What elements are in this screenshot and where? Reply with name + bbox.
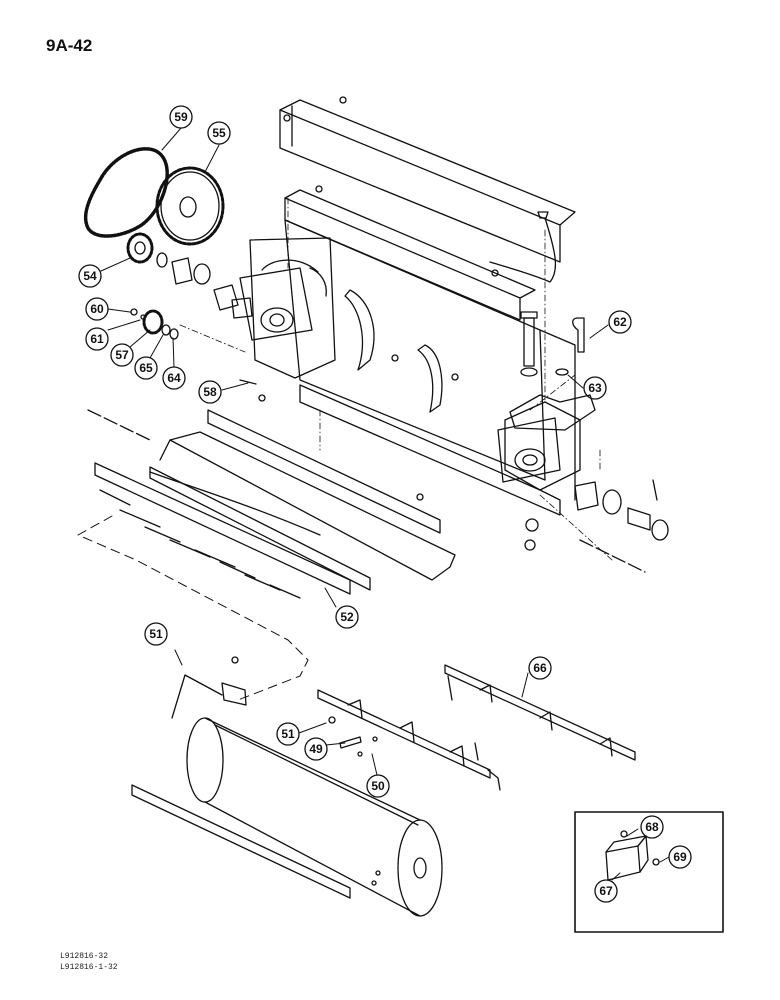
callout-69[interactable]: 69 <box>668 845 692 869</box>
svg-text:63: 63 <box>588 381 602 395</box>
tine-bar-right <box>444 664 636 761</box>
drum <box>186 717 443 917</box>
drive-chain <box>83 147 169 238</box>
large-sprocket <box>155 166 225 246</box>
long-bolt <box>520 311 538 377</box>
callout-52[interactable]: 52 <box>335 605 359 629</box>
right-drum-bearing <box>497 394 596 483</box>
svg-text:57: 57 <box>115 348 129 362</box>
callouts: 59 55 54 60 61 57 65 64 62 63 58 52 51 6… <box>78 105 692 903</box>
callout-54[interactable]: 54 <box>78 264 102 288</box>
callout-leaders <box>100 127 670 881</box>
callout-49[interactable]: 49 <box>304 737 328 761</box>
svg-text:69: 69 <box>673 850 687 864</box>
crank-arm <box>171 656 247 719</box>
set-screw <box>239 379 257 385</box>
callout-50[interactable]: 50 <box>366 774 390 798</box>
right-shaft-parts <box>574 479 669 541</box>
svg-text:59: 59 <box>174 110 188 124</box>
deflector-plates <box>309 267 443 413</box>
svg-text:55: 55 <box>212 126 226 140</box>
callout-63[interactable]: 63 <box>583 376 607 400</box>
callout-68[interactable]: 68 <box>640 815 664 839</box>
callout-55[interactable]: 55 <box>207 121 231 145</box>
svg-text:68: 68 <box>645 820 659 834</box>
callout-58[interactable]: 58 <box>198 380 222 404</box>
callout-64[interactable]: 64 <box>162 366 186 390</box>
callout-59[interactable]: 59 <box>169 105 193 129</box>
drum-strip-hardware <box>371 870 381 886</box>
svg-text:60: 60 <box>90 302 104 316</box>
svg-text:54: 54 <box>83 269 97 283</box>
dashed-assembly-outline <box>77 515 309 701</box>
figure-code-2: L912816-1-32 <box>60 963 118 972</box>
main-frame <box>249 219 581 516</box>
svg-text:51: 51 <box>281 727 295 741</box>
callout-51-b[interactable]: 51 <box>276 722 300 746</box>
svg-text:67: 67 <box>599 884 613 898</box>
page-label: 9A-42 <box>46 36 93 55</box>
tines <box>99 489 301 599</box>
svg-text:51: 51 <box>149 627 163 641</box>
svg-text:50: 50 <box>371 779 385 793</box>
drum-strip <box>131 784 351 899</box>
top-angle-channels <box>279 99 576 321</box>
left-drum-bearing <box>239 267 313 341</box>
callout-65[interactable]: 65 <box>134 356 158 380</box>
svg-text:62: 62 <box>613 315 627 329</box>
clip <box>555 368 569 376</box>
frame-hardware <box>258 96 549 551</box>
inset-detail <box>574 811 724 933</box>
small-sprocket <box>126 232 154 264</box>
bent-pin <box>572 317 585 353</box>
svg-text:65: 65 <box>139 361 153 375</box>
callout-62[interactable]: 62 <box>608 310 632 334</box>
callout-60[interactable]: 60 <box>85 297 109 321</box>
tine-bar-hardware <box>328 716 479 761</box>
svg-text:58: 58 <box>203 385 217 399</box>
callout-66[interactable]: 66 <box>528 656 552 680</box>
svg-text:64: 64 <box>167 371 181 385</box>
callout-61[interactable]: 61 <box>85 327 109 351</box>
shaft-bushings <box>156 252 253 319</box>
callout-67[interactable]: 67 <box>594 879 618 903</box>
flat-plates <box>94 409 456 595</box>
svg-text:61: 61 <box>90 332 104 346</box>
callout-57[interactable]: 57 <box>110 343 134 367</box>
figure-code-1: L912816-32 <box>60 952 109 961</box>
svg-text:52: 52 <box>340 610 354 624</box>
tine-bar-middle <box>317 689 501 791</box>
svg-text:66: 66 <box>533 661 547 675</box>
long-rods <box>87 409 646 573</box>
svg-text:49: 49 <box>309 742 323 756</box>
callout-51-a[interactable]: 51 <box>144 622 168 646</box>
idler-sprocket <box>130 308 179 340</box>
